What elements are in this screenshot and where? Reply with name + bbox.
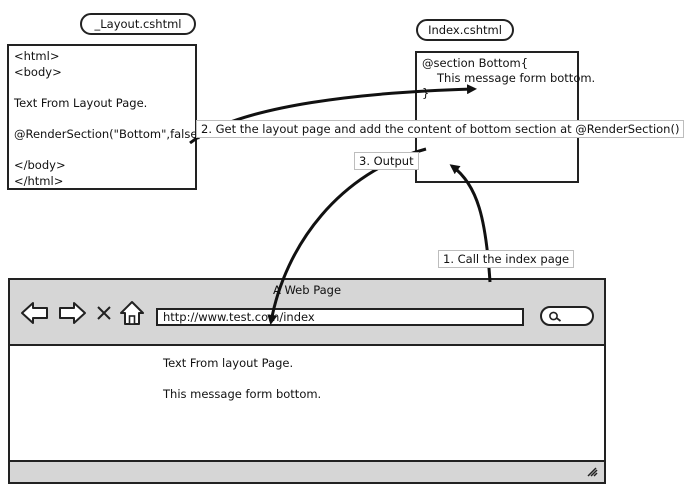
step1-label-text: 1. Call the index page (443, 252, 570, 266)
layout-line-html-close: </html> (14, 174, 64, 188)
layout-line-body-close: </body> (14, 158, 66, 172)
step2-label: 2. Get the layout page and add the conte… (196, 120, 684, 138)
index-file-box: @section Bottom{ This message form botto… (415, 51, 595, 183)
page-content-bottom-message: This message form bottom. (163, 387, 322, 401)
browser-window: A Web Page http://www.test.com/index T (8, 278, 606, 484)
browser-statusbar (10, 460, 604, 482)
flow-arrows (189, 84, 492, 325)
page-content-layout-text: Text From layout Page. (163, 356, 294, 370)
layout-file-box: <html> <body> Text From Layout Page. @Re… (7, 44, 202, 190)
step2-label-text: 2. Get the layout page and add the conte… (201, 122, 680, 136)
index-line-close-brace: } (422, 86, 430, 100)
index-file-title-text: Index.cshtml (428, 23, 502, 37)
step3-label: 3. Output (354, 152, 419, 170)
arrow-step3 (267, 147, 427, 325)
url-input[interactable]: http://www.test.com/index (156, 308, 524, 326)
index-line-message: This message form bottom. (437, 71, 596, 85)
resize-grip-icon[interactable] (586, 467, 598, 477)
browser-toolbar: A Web Page http://www.test.com/index (10, 280, 604, 346)
layout-line-render-section: @RenderSection("Bottom",false) (14, 127, 202, 141)
back-arrow-icon[interactable] (20, 301, 50, 325)
forward-arrow-icon[interactable] (57, 301, 87, 325)
browser-title: A Web Page (272, 283, 342, 297)
index-file-title: Index.cshtml (416, 19, 514, 41)
search-box[interactable] (540, 306, 594, 326)
step3-label-text: 3. Output (359, 154, 414, 168)
layout-line-text: Text From Layout Page. (14, 96, 148, 110)
close-icon[interactable] (96, 305, 112, 321)
layout-line-body: <body> (14, 65, 62, 79)
layout-line-html: <html> (14, 49, 60, 63)
layout-file-title-text: _Layout.cshtml (94, 17, 182, 31)
search-icon (549, 311, 562, 322)
layout-file-title: _Layout.cshtml (80, 13, 196, 35)
step1-label: 1. Call the index page (438, 250, 575, 268)
home-icon[interactable] (119, 300, 145, 326)
index-line-section: @section Bottom{ (422, 56, 529, 70)
